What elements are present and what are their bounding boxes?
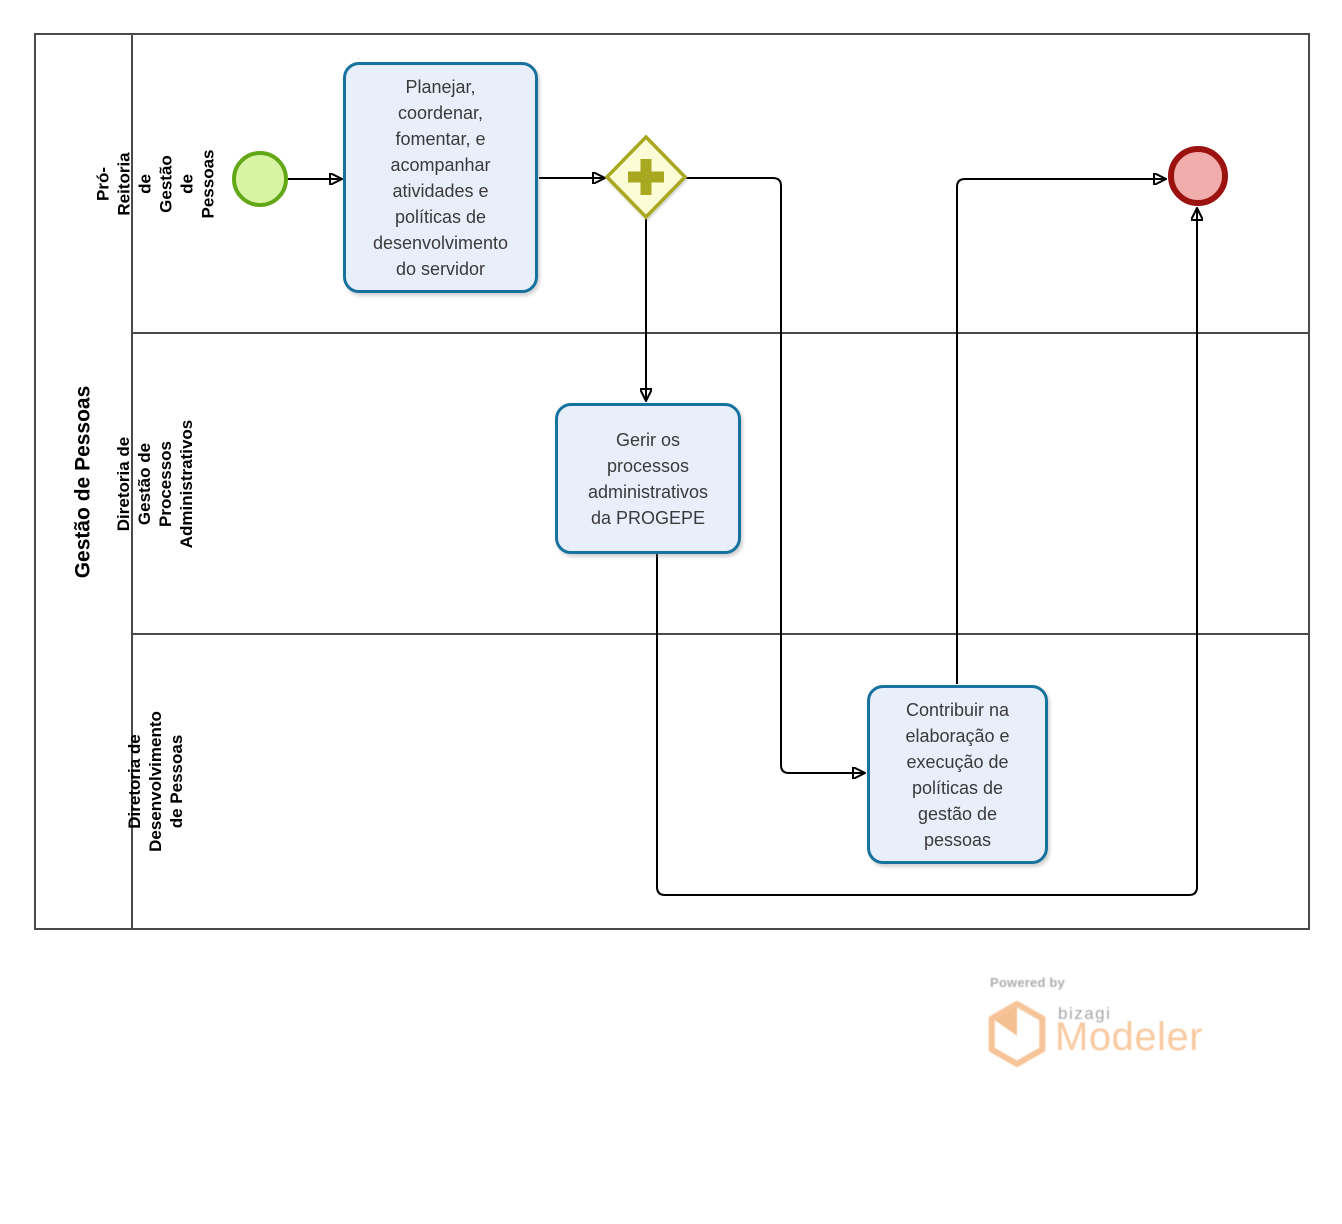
task-label: Gerir os processos administrativos da PR… xyxy=(587,429,709,528)
lane-pro-reitoria: Pró-Reitoria de Gestão de Pessoas xyxy=(93,35,1308,334)
task-contribuir[interactable]: Contribuir na elaboração e execução de p… xyxy=(867,685,1048,864)
lane-title-gestao-processos: Diretoria de Gestão de Processos Adminis… xyxy=(114,419,196,548)
end-event[interactable] xyxy=(1168,146,1228,206)
lane-title-pro-reitoria: Pró-Reitoria de Gestão de Pessoas xyxy=(93,149,217,218)
lane-desenvolvimento: Diretoria de Desenvolvimento de Pessoas xyxy=(125,635,1308,928)
plus-icon xyxy=(628,159,664,195)
task-label: Contribuir na elaboração e execução de p… xyxy=(905,699,1010,850)
task-label: Planejar, coordenar, fomentar, e acompan… xyxy=(372,76,509,279)
bizagi-logo-icon xyxy=(988,1000,1046,1068)
pool-title: Gestão de Pessoas xyxy=(71,385,95,578)
pool-header: Gestão de Pessoas xyxy=(36,35,133,928)
start-event[interactable] xyxy=(232,151,288,207)
powered-by-label: Powered by xyxy=(990,975,1065,990)
parallel-gateway[interactable] xyxy=(604,134,688,220)
lane-label-wrap: Pró-Reitoria de Gestão de Pessoas xyxy=(93,35,217,332)
lane-label-wrap: Diretoria de Desenvolvimento de Pessoas xyxy=(125,635,186,928)
modeler-wordmark: Modeler xyxy=(1055,1015,1204,1059)
bizagi-wordmark: bizagi xyxy=(1058,1004,1112,1023)
lane-title-desenvolvimento: Diretoria de Desenvolvimento de Pessoas xyxy=(124,711,186,852)
task-planejar[interactable]: Planejar, coordenar, fomentar, e acompan… xyxy=(343,62,538,293)
task-gerir[interactable]: Gerir os processos administrativos da PR… xyxy=(555,403,741,554)
lane-label-wrap: Diretoria de Gestão de Processos Adminis… xyxy=(114,334,196,633)
bizagi-branding: Powered by bizagi Modeler xyxy=(985,973,1245,1077)
